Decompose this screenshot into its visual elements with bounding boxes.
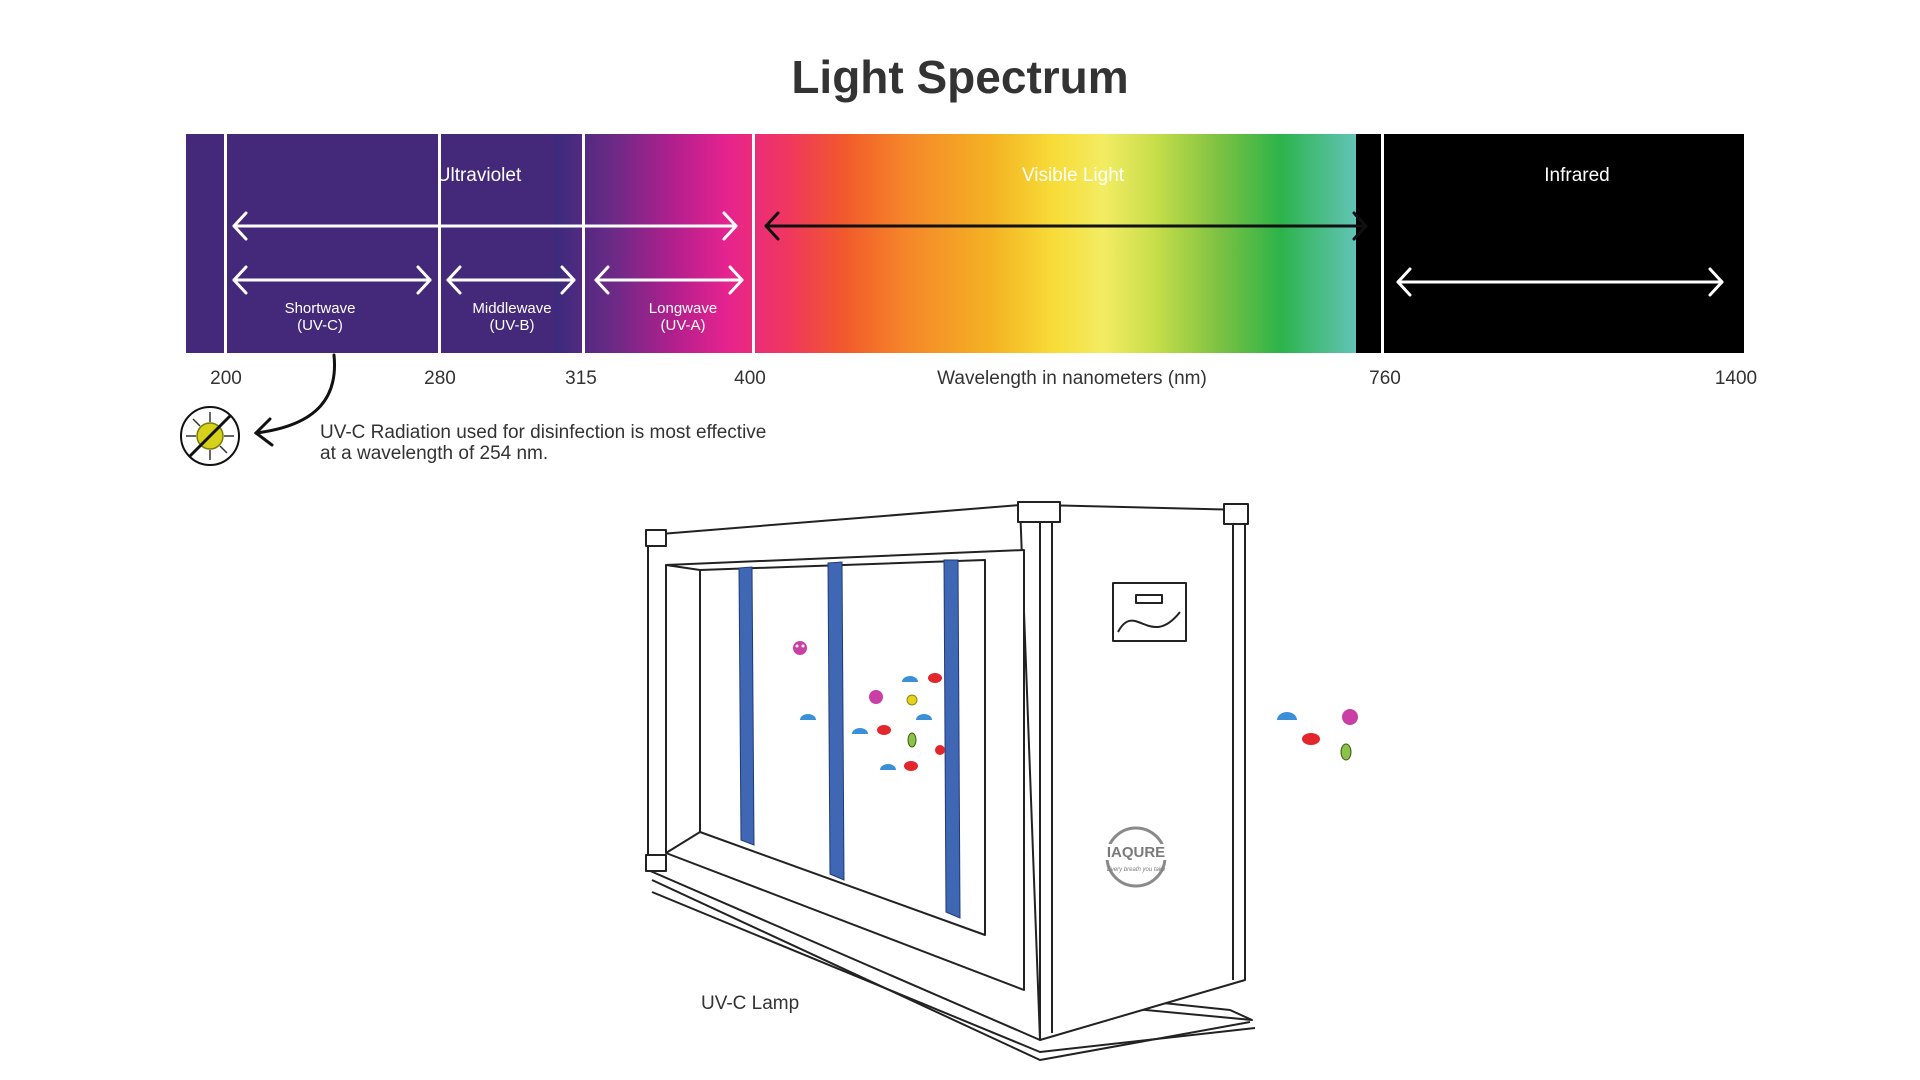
uv-c-lamps [738,559,961,919]
uva-name: Longwave [648,300,718,317]
uvb-code: (UV-B) [489,317,535,334]
uv-c-lamp-label: UV-C Lamp [701,993,800,1014]
infrared-label: Infrared [1544,165,1610,186]
germs-outside [1277,709,1358,761]
germ-green-icon [1340,743,1352,761]
tick-200: 200 [210,368,242,389]
germ-red-icon [1302,733,1320,745]
germ-blue-icon [800,714,816,720]
uva-range-arrow [594,265,744,295]
germ-blue-icon [916,714,932,720]
iaqure-logo: IAQURE Every breath you take [1100,826,1172,888]
uv-lamp-1 [738,566,755,846]
tick-280: 280 [424,368,456,389]
germs-inside [793,641,945,771]
uva-code: (UV-A) [660,317,706,334]
no-germ-icon [180,406,240,466]
infrared-band [1356,134,1744,353]
germ-yellow-icon [906,694,918,706]
uvc-code: (UV-C) [297,317,343,334]
spectrum-bar: Ultraviolet Visible Light Infrared Short… [186,134,1744,353]
uvc-note-line-2: at a wavelength of 254 nm. [320,443,549,464]
uvb-name: Middlewave [472,300,552,317]
ultraviolet-label: Ultraviolet [436,165,522,186]
uvc-range-arrow [232,265,432,295]
uvc-band [186,134,410,353]
divider-315 [582,134,585,353]
uv-lamp-3 [943,559,961,919]
germ-red-icon [928,673,942,683]
range-arrows [232,211,1724,297]
germ-pink-icon [793,641,807,655]
germ-red-icon [935,745,945,755]
germ-blue-icon [1277,712,1297,720]
germ-pink-icon [869,690,883,704]
uv-lamp-2 [827,561,845,881]
visible-band [726,134,1356,353]
germ-pink-icon [1342,709,1358,725]
uva-label: Longwave (UV-A) [649,300,717,334]
germ-blue-icon [852,728,868,734]
tick-1400: 1400 [1714,368,1758,389]
uvc-note: UV-C Radiation used for disinfection is … [320,422,766,464]
uvb-band [410,134,554,353]
uvc-note-line-1: UV-C Radiation used for disinfection is … [320,422,767,443]
tick-315: 315 [565,368,597,389]
uvb-label: Middlewave (UV-B) [472,300,551,334]
infrared-range-arrow [1396,267,1724,297]
germ-blue-icon [902,676,918,682]
visible-range-arrow [764,211,1368,241]
uvc-label: Shortwave (UV-C) [285,300,356,334]
uvc-name: Shortwave [284,300,356,317]
uvb-range-arrow [446,265,576,295]
divider-280 [438,134,441,353]
germ-red-icon [877,725,891,735]
uv-range-arrow [232,211,738,241]
tick-400: 400 [734,368,766,389]
brand-tagline: Every breath you take [1107,867,1166,873]
divider-200 [224,134,227,353]
axis-label: Wavelength in nanometers (nm) [937,368,1207,389]
tick-760: 760 [1369,368,1401,389]
germ-red-icon [904,761,918,771]
divider-400 [752,134,755,353]
page-title: Light Spectrum [791,51,1129,103]
brand-name: IAQURE [1107,844,1165,861]
visible-light-label: Visible Light [1021,165,1125,186]
divider-760 [1381,134,1384,353]
germ-green-icon [907,732,917,748]
callout-arrow [253,353,337,447]
germ-blue-icon [880,764,896,770]
